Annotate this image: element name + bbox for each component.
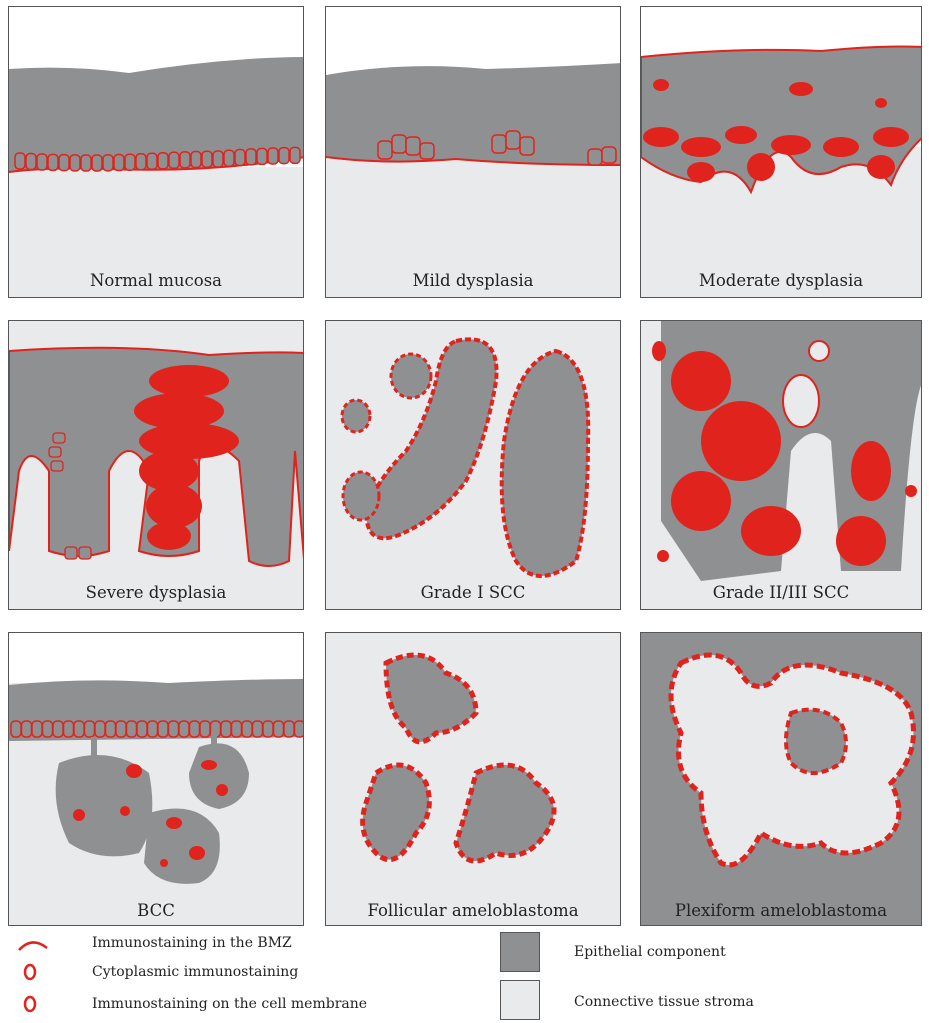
legend-cytoplasmic: Cytoplasmic immunostaining	[92, 964, 298, 980]
legend-stroma: Connective tissue stroma	[574, 994, 754, 1010]
panel-normal-mucosa: Normal mucosa	[8, 6, 304, 298]
stroma-swatch	[500, 980, 540, 1020]
panel-moderate-dysplasia: Moderate dysplasia	[640, 6, 922, 298]
panel-grade-i-scc: Grade I SCC	[325, 320, 621, 610]
legend-epithelial: Epithelial component	[574, 944, 726, 960]
panel-label: Grade II/III SCC	[641, 583, 921, 602]
panel-label: BCC	[9, 901, 303, 920]
panel-label: Normal mucosa	[9, 271, 303, 290]
panel-bcc: BCC	[8, 632, 304, 926]
plexiform-ameloblastoma-illustration	[641, 633, 922, 926]
cytoplasmic-cell-icon	[22, 962, 38, 982]
panel-follicular-ameloblastoma: Follicular ameloblastoma	[325, 632, 621, 926]
epithelial-swatch	[500, 932, 540, 972]
panel-plexiform-ameloblastoma: Plexiform ameloblastoma	[640, 632, 922, 926]
panel-label: Grade I SCC	[326, 583, 620, 602]
panel-label: Plexiform ameloblastoma	[641, 901, 921, 920]
panel-label: Severe dysplasia	[9, 583, 303, 602]
panel-label: Moderate dysplasia	[641, 271, 921, 290]
panel-mild-dysplasia: Mild dysplasia	[325, 6, 621, 298]
panel-label: Follicular ameloblastoma	[326, 901, 620, 920]
moderate-dysplasia-illustration	[641, 7, 922, 298]
normal-mucosa-illustration	[9, 7, 304, 298]
panel-severe-dysplasia: Severe dysplasia	[8, 320, 304, 610]
severe-dysplasia-illustration	[9, 321, 304, 610]
panel-grade-ii-iii-scc: Grade II/III SCC	[640, 320, 922, 610]
bcc-illustration	[9, 633, 304, 926]
membrane-cell-icon	[22, 994, 38, 1014]
legend-bmz: Immunostaining in the BMZ	[92, 935, 292, 951]
mild-dysplasia-illustration	[326, 7, 621, 298]
legend-membrane: Immunostaining on the cell membrane	[92, 996, 367, 1012]
grade-i-scc-illustration	[326, 321, 621, 610]
bmz-arc-icon	[16, 934, 50, 954]
panel-label: Mild dysplasia	[326, 271, 620, 290]
follicular-ameloblastoma-illustration	[326, 633, 621, 926]
grade-ii-iii-scc-illustration	[641, 321, 922, 610]
